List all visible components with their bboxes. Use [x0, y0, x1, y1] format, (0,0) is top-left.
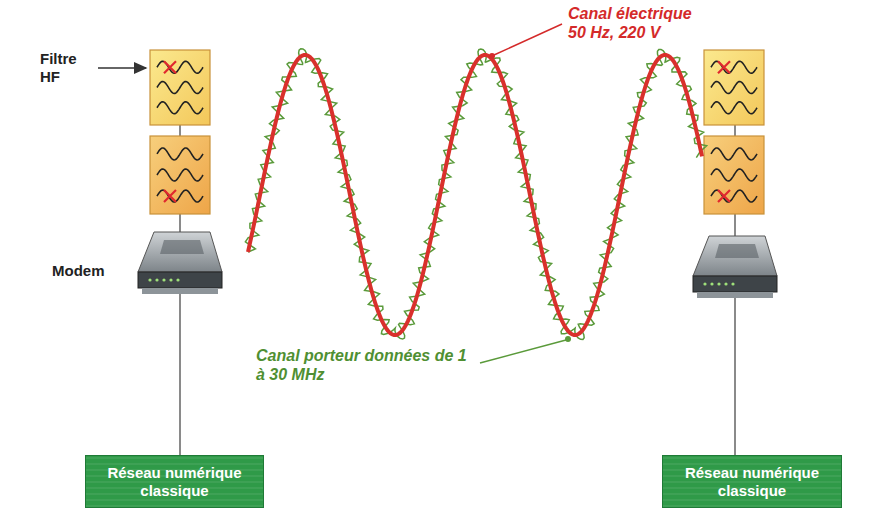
signal-wave	[157, 169, 203, 181]
leader-dot	[565, 336, 571, 342]
network-box: Réseau numérique classique	[85, 455, 264, 508]
filter-label: Filtre HF	[40, 50, 98, 86]
cross-mark	[718, 61, 730, 73]
channel-label: Canal électrique 50 Hz, 220 V	[568, 4, 708, 42]
filter-box	[150, 50, 210, 125]
channel-label: Canal porteur données de 1 à 30 MHz	[256, 346, 476, 384]
leader-line	[480, 340, 566, 363]
cross-mark	[164, 190, 176, 202]
signal-wave	[157, 102, 203, 114]
leader-line	[494, 24, 562, 55]
modem-label: Modem	[52, 262, 132, 279]
signal-wave	[711, 190, 757, 202]
power-wave	[248, 55, 702, 335]
modem-device	[693, 236, 777, 298]
signal-wave	[711, 102, 757, 114]
cross-mark	[164, 61, 176, 73]
modem-device	[138, 232, 222, 294]
cross-mark	[718, 190, 730, 202]
signal-wave	[157, 148, 203, 160]
signal-wave	[157, 82, 203, 94]
filter-box	[150, 136, 210, 214]
signal-wave	[157, 190, 203, 202]
signal-wave	[157, 61, 203, 73]
box-text: Réseau numérique classique	[94, 464, 255, 500]
box-text: Réseau numérique classique	[671, 464, 833, 500]
data-carrier-wave	[245, 49, 706, 340]
signal-wave	[711, 148, 757, 160]
network-box: Réseau numérique classique	[662, 455, 842, 508]
leader-dot	[489, 53, 495, 59]
signal-wave	[711, 61, 757, 73]
pointer-arrow	[98, 67, 146, 69]
filter-box	[704, 136, 764, 214]
signal-wave	[711, 169, 757, 181]
filter-box	[704, 50, 764, 125]
signal-wave	[711, 82, 757, 94]
